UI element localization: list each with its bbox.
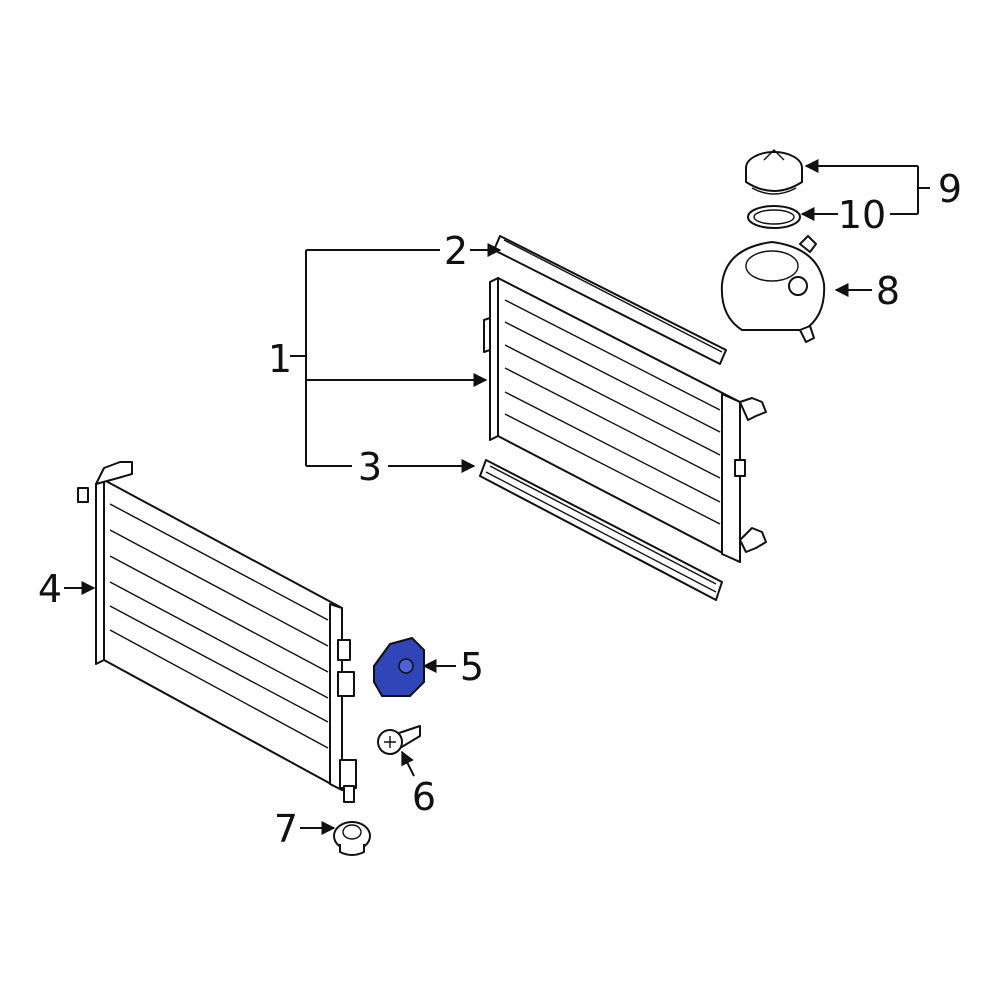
- callout-7: 7: [274, 807, 298, 851]
- radiator-rear[interactable]: [483, 277, 767, 563]
- callout-2: 2: [444, 229, 468, 273]
- callout-3: 3: [358, 445, 382, 489]
- radiator-front[interactable]: [77, 461, 357, 803]
- coolant-reservoir[interactable]: [720, 235, 826, 343]
- callout-1: 1: [268, 337, 292, 381]
- callout-10: 10: [838, 193, 886, 237]
- callout-8: 8: [876, 269, 900, 313]
- callout-4: 4: [38, 567, 62, 611]
- radiator-mount-bracket[interactable]: [373, 636, 425, 697]
- lower-mount-insulator[interactable]: [333, 821, 371, 856]
- cap-o-ring[interactable]: [747, 205, 801, 229]
- lower-air-seal[interactable]: [479, 459, 723, 601]
- callout-5: 5: [460, 645, 484, 689]
- reservoir-cap[interactable]: [745, 149, 803, 195]
- callout-9: 9: [938, 167, 962, 211]
- mounting-screw[interactable]: [377, 725, 421, 755]
- callout-6: 6: [412, 775, 436, 819]
- leader-lines: [64, 159, 930, 835]
